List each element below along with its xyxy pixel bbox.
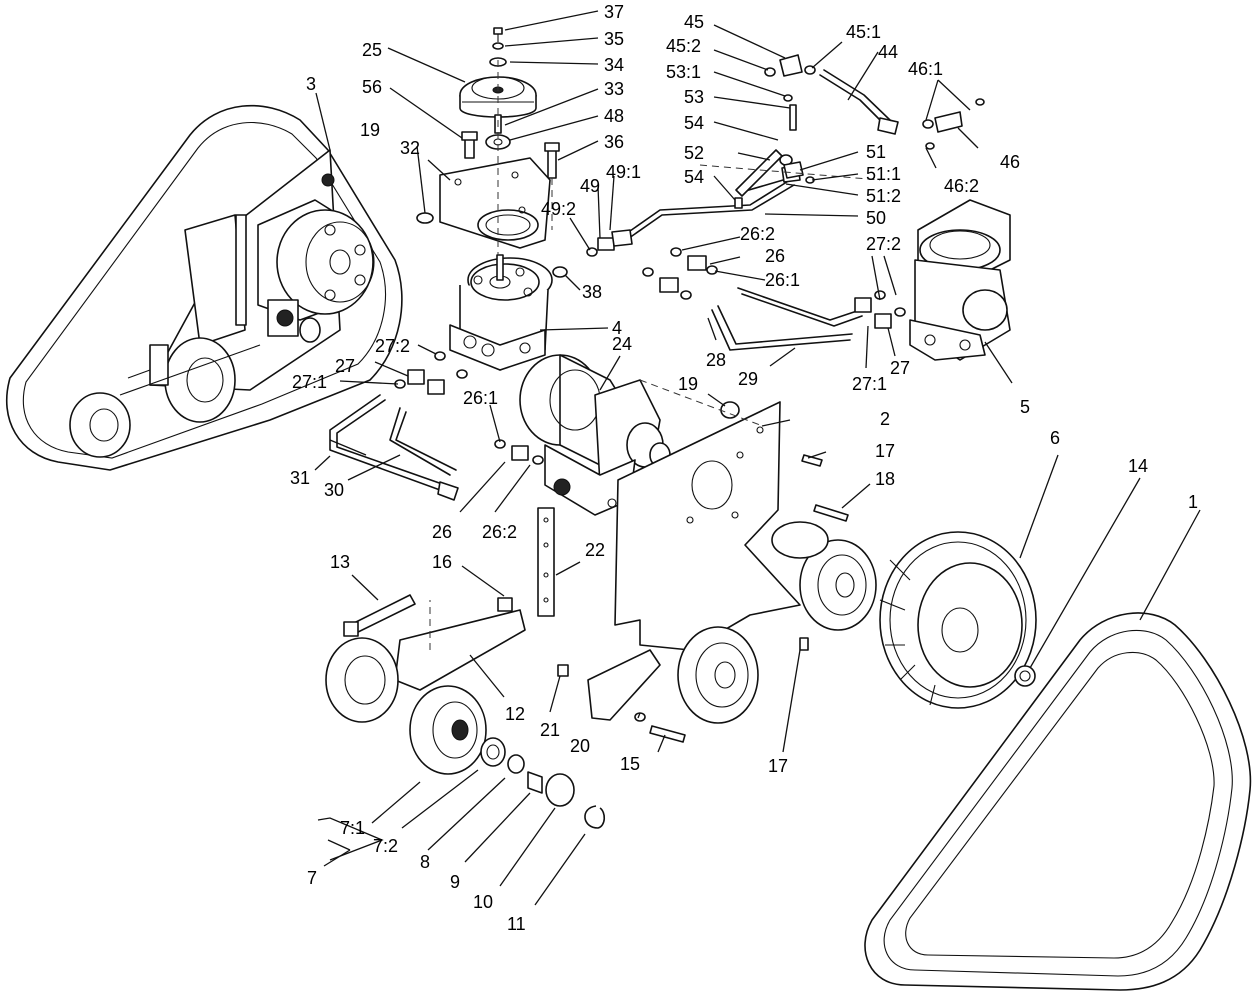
callout-18: 18 — [875, 469, 895, 489]
right-hoses — [642, 247, 906, 351]
callout-53-1: 53:1 — [666, 62, 701, 82]
callout-26-1-right: 26:1 — [765, 270, 800, 290]
drive-sprocket — [879, 531, 1037, 709]
callout-11: 11 — [507, 914, 526, 934]
leader-lines — [314, 10, 1201, 906]
callout-27-right: 27 — [890, 358, 910, 378]
callout-46-1: 46:1 — [908, 59, 943, 79]
callout-33: 33 — [604, 79, 624, 99]
callout-13: 13 — [330, 552, 350, 572]
callout-10: 10 — [473, 892, 493, 912]
callout-5: 5 — [1020, 397, 1030, 417]
callout-27-2-left: 27:2 — [375, 336, 410, 356]
left-track-assembly — [5, 104, 403, 471]
callout-28: 28 — [706, 350, 726, 370]
idler-assembly — [325, 594, 606, 829]
callout-4: 4 — [612, 318, 622, 338]
callout-45-2: 45:2 — [666, 36, 701, 56]
callout-17-bottom: 17 — [768, 756, 788, 776]
callout-21: 21 — [540, 720, 560, 740]
callout-27-2-right: 27:2 — [866, 234, 901, 254]
callout-9: 9 — [450, 872, 460, 892]
callout-52: 52 — [684, 143, 704, 163]
callout-22: 22 — [585, 540, 605, 560]
callout-8: 8 — [420, 852, 430, 872]
callout-19-center: 19 — [678, 374, 698, 394]
callout-7: 7 — [307, 868, 317, 888]
right-track-belt — [864, 612, 1252, 991]
callout-26-2-right: 26:2 — [740, 224, 775, 244]
callout-46: 46 — [1000, 152, 1020, 172]
callout-15: 15 — [620, 754, 640, 774]
callout-27-1-right: 27:1 — [852, 374, 887, 394]
callout-37: 37 — [604, 2, 624, 22]
callout-1: 1 — [1188, 492, 1198, 512]
callout-46-2: 46:2 — [944, 176, 979, 196]
callout-7-2: 7:2 — [373, 836, 398, 856]
callout-32: 32 — [400, 138, 420, 158]
callout-labels: 1 2 3 4 5 6 7 7:1 7:2 8 9 10 11 12 13 14… — [290, 2, 1198, 934]
callout-14: 14 — [1128, 456, 1148, 476]
callout-56: 56 — [362, 77, 382, 97]
pulley-stack — [416, 27, 560, 249]
callout-45: 45 — [684, 12, 704, 32]
callout-27-1-left: 27:1 — [292, 372, 327, 392]
callout-51-1: 51:1 — [866, 164, 901, 184]
callout-19-left: 19 — [360, 120, 380, 140]
hydraulic-pump — [449, 254, 568, 371]
callout-51: 51 — [866, 142, 886, 162]
callout-49-2: 49:2 — [541, 199, 576, 219]
callout-3: 3 — [306, 74, 316, 94]
callout-17-right: 17 — [875, 441, 895, 461]
callout-54-bottom: 54 — [684, 167, 704, 187]
callout-30: 30 — [324, 480, 344, 500]
callout-24: 24 — [612, 334, 632, 354]
callout-29: 29 — [738, 369, 758, 389]
callout-49: 49 — [580, 176, 600, 196]
callout-26-left: 26 — [432, 522, 452, 542]
callout-26-1-left: 26:1 — [463, 388, 498, 408]
callout-48: 48 — [604, 106, 624, 126]
callout-49-1: 49:1 — [606, 162, 641, 182]
callout-50: 50 — [866, 208, 886, 228]
frame-plate — [537, 401, 801, 651]
callout-26-right: 26 — [765, 246, 785, 266]
road-wheels — [557, 401, 877, 743]
callout-53: 53 — [684, 87, 704, 107]
callout-7-1: 7:1 — [340, 818, 365, 838]
right-pump — [909, 199, 1011, 361]
callout-36: 36 — [604, 132, 624, 152]
callout-20: 20 — [570, 736, 590, 756]
callout-35: 35 — [604, 29, 624, 49]
callout-54-top: 54 — [684, 113, 704, 133]
callout-51-2: 51:2 — [866, 186, 901, 206]
upper-hoses — [586, 54, 985, 257]
drive-motor — [519, 354, 671, 516]
callout-31: 31 — [290, 468, 310, 488]
callout-38: 38 — [582, 282, 602, 302]
callout-44: 44 — [878, 42, 898, 62]
callout-26-2-left: 26:2 — [482, 522, 517, 542]
callout-25: 25 — [362, 40, 382, 60]
left-hoses — [329, 351, 544, 501]
callout-6: 6 — [1050, 428, 1060, 448]
callout-27-left: 27 — [335, 356, 355, 376]
callout-45-1: 45:1 — [846, 22, 881, 42]
assembly-center-lines — [429, 60, 881, 650]
callout-2: 2 — [880, 409, 890, 429]
callout-34: 34 — [604, 55, 624, 75]
callout-12: 12 — [505, 704, 525, 724]
callout-16: 16 — [432, 552, 452, 572]
